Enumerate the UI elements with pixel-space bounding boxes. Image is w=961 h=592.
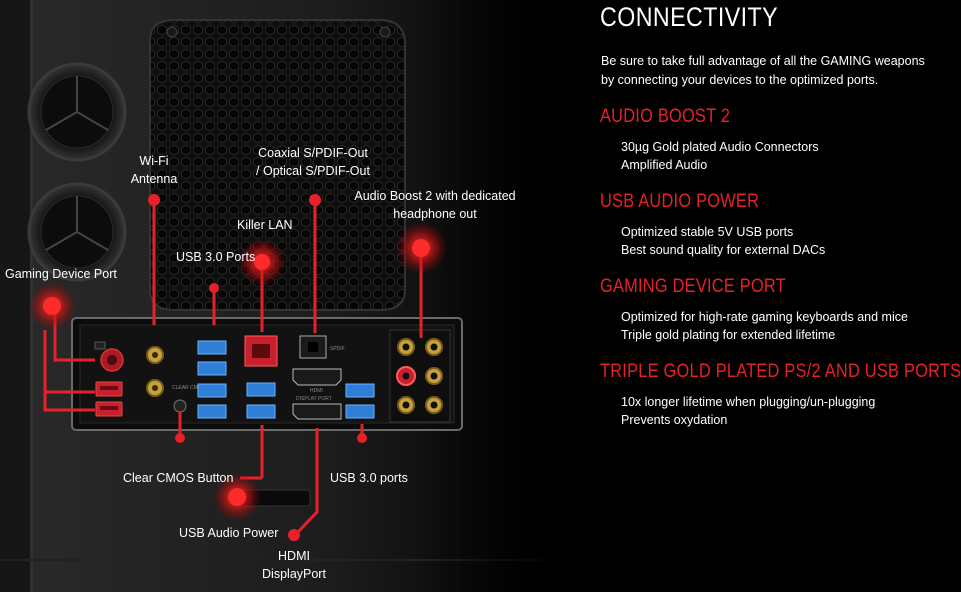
section-line: Prevents oxydation: [621, 413, 728, 427]
audio-boost-label-line1: Audio Boost 2 with dedicated: [354, 189, 516, 203]
killer-lan-port: [244, 335, 278, 367]
section-title-audio-boost: AUDIO BOOST 2: [600, 106, 731, 127]
usb30-bottom-label: USB 3.0 ports: [330, 471, 408, 485]
usb-audio-power-label: USB Audio Power: [179, 526, 279, 540]
section-title-gaming-device-port: GAMING DEVICE PORT: [600, 276, 786, 297]
usb30-top-label: USB 3.0 Ports: [176, 250, 256, 264]
section-line: Amplified Audio: [621, 158, 708, 172]
section-line: Triple gold plating for extended lifetim…: [621, 328, 836, 342]
water-cooling-grommet-bottom: [27, 182, 127, 282]
coaxial-label-line2: / Optical S/PDIF-Out: [256, 164, 370, 178]
panel-intro: Be sure to take full advantage of all th…: [601, 54, 925, 87]
section-lines-usb-audio-power: Optimized stable 5V USB ports Best sound…: [621, 223, 825, 259]
displayport-small-label: DISPLAY PORT: [296, 396, 332, 402]
displayport-port: DISPLAY PORT: [292, 396, 342, 420]
usb30-top-callout-dot: [209, 283, 219, 293]
section-line: 10x longer lifetime when plugging/un-plu…: [621, 395, 876, 409]
hdmi-displayport-label: HDMI DisplayPort: [254, 547, 334, 583]
coaxial-label-line1: Coaxial S/PDIF-Out: [258, 146, 368, 160]
hdmi-port: HDMI: [292, 368, 342, 394]
gaming-usb-ports: [95, 381, 123, 417]
wifi-callout-dot: [148, 194, 160, 206]
section-line: Best sound quality for external DACs: [621, 243, 826, 257]
audio-jacks: [389, 329, 451, 423]
hdmi-label-line: HDMI: [278, 549, 310, 563]
wifi-label-line2: Antenna: [130, 172, 178, 186]
clear-cmos-small-label: CLEAR CMOS: [172, 385, 206, 391]
audio-boost-label-line2: headphone out: [393, 207, 477, 221]
wifi-label-line1: Wi-Fi: [139, 154, 169, 168]
panel-title: CONNECTIVITY: [600, 2, 779, 32]
section-line: Optimized stable 5V USB ports: [621, 225, 794, 239]
ps2-port: [94, 341, 124, 372]
usb30-stack-right: [345, 383, 375, 419]
water-cooling-grommet-top: [27, 62, 127, 162]
fan-grille: [149, 19, 406, 311]
spdif-small-label: SPDIF: [330, 346, 345, 352]
hdmi-callout-dot: [288, 529, 300, 541]
wifi-antenna-label: Wi-Fi Antenna: [124, 152, 184, 188]
coaxial-callout-dot: [309, 194, 321, 206]
clear-cmos-label: Clear CMOS Button: [123, 471, 234, 485]
gaming-device-port-label: Gaming Device Port: [5, 267, 117, 281]
optical-spdif-port: SPDIF: [299, 335, 345, 359]
section-lines-triple-gold: 10x longer lifetime when plugging/un-plu…: [621, 393, 875, 429]
section-lines-audio-boost: 30µg Gold plated Audio Connectors Amplif…: [621, 138, 819, 174]
coaxial-spdif-label: Coaxial S/PDIF-Out / Optical S/PDIF-Out: [248, 144, 378, 180]
usb-audio-power-ports: [246, 382, 276, 419]
section-title-usb-audio-power: USB AUDIO POWER: [600, 191, 760, 212]
usb30-stack-left: [197, 340, 227, 419]
hdmi-small-label: HDMI: [310, 388, 323, 394]
section-lines-gaming-device-port: Optimized for high-rate gaming keyboards…: [621, 308, 908, 344]
usb30-bottom-callout-dot: [357, 433, 367, 443]
section-title-triple-gold: TRIPLE GOLD PLATED PS/2 AND USB PORTS: [600, 361, 961, 382]
rear-io-illustration: CLEAR CMOS SPDIF HDMI DISPLAY PORT: [0, 0, 560, 592]
section-line: Optimized for high-rate gaming keyboards…: [621, 310, 908, 324]
wifi-antenna-connectors: [146, 346, 164, 397]
clear-cmos-callout-dot: [175, 433, 185, 443]
killer-lan-label: Killer LAN: [237, 218, 293, 232]
audio-boost-label: Audio Boost 2 with dedicated headphone o…: [350, 187, 520, 223]
displayport-label-line: DisplayPort: [262, 567, 326, 581]
section-line: 30µg Gold plated Audio Connectors: [621, 140, 819, 154]
